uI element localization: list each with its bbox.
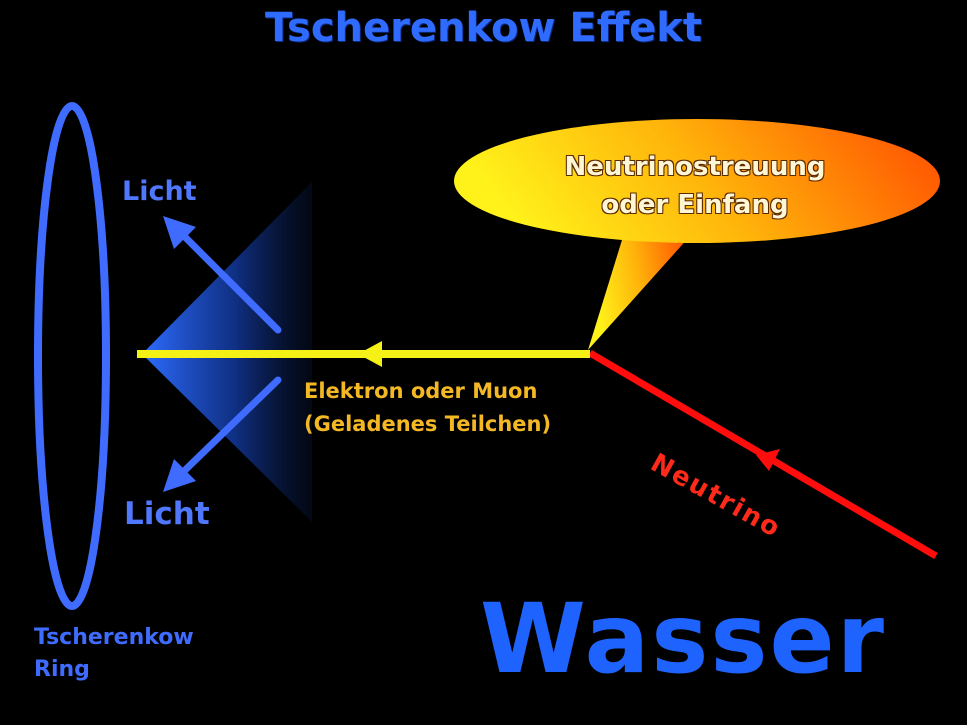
light-label-bottom: Licht: [124, 496, 210, 532]
bubble-line-1: Neutrinostreuung: [564, 152, 826, 182]
bubble-text: Neutrinostreuung oder Einfang: [530, 148, 860, 225]
charged-particle-label: Elektron oder Muon (Geladenes Teilchen): [304, 375, 551, 440]
light-arrow-top: [163, 216, 282, 334]
page-title: Tscherenkow Effekt: [265, 5, 702, 51]
charged-particle-line-1: Elektron oder Muon: [304, 379, 538, 403]
ring-label: Tscherenkow Ring: [34, 622, 194, 686]
ring-label-line-1: Tscherenkow: [34, 625, 194, 650]
light-arrow-bottom: [163, 376, 282, 492]
charged-particle-line-2: (Geladenes Teilchen): [304, 411, 552, 436]
neutrino-track: [588, 349, 938, 560]
speech-bubble: [454, 119, 940, 350]
ring-label-line-2: Ring: [34, 656, 90, 682]
cherenkov-ring: [34, 102, 110, 610]
medium-label: Wasser: [480, 583, 886, 695]
bubble-line-2: oder Einfang: [601, 190, 789, 221]
light-label-top: Licht: [122, 176, 197, 207]
particle-track: [137, 341, 590, 367]
